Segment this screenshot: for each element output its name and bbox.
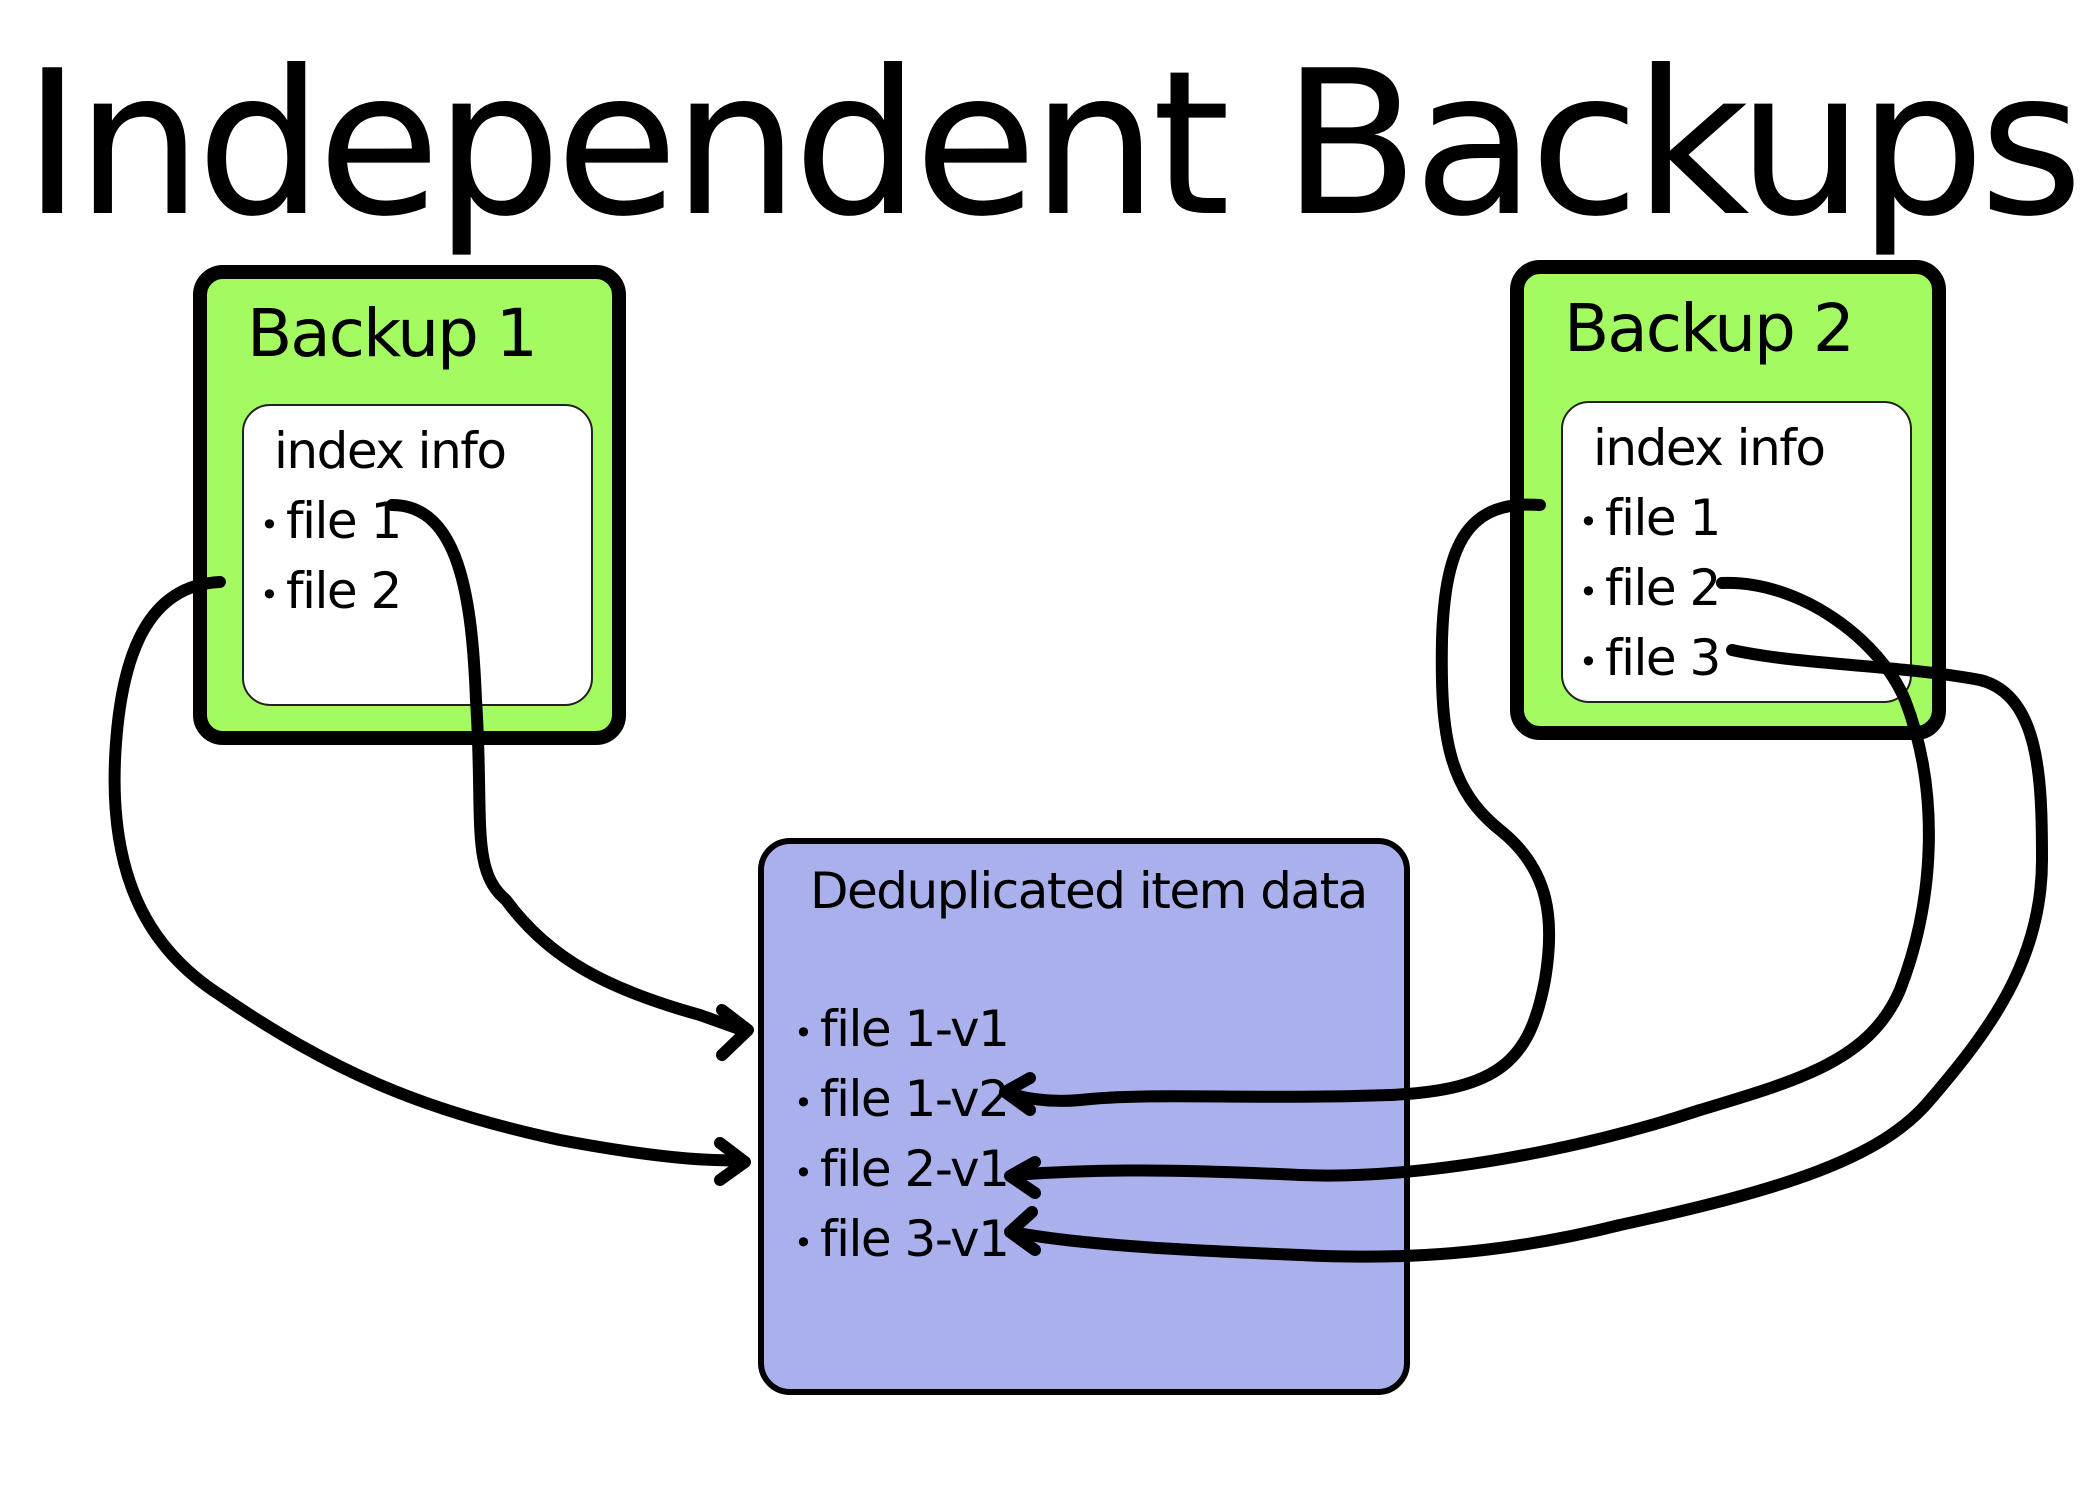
backup-2-file-item-1: •file 1 [1579,483,1721,553]
bullet-icon: • [1579,572,1598,611]
backup-2-file-item-3: •file 3 [1579,623,1721,693]
dedup-item-label-1: file 1-v1 [820,1000,1010,1058]
dedup-item-4: •file 3-v1 [794,1204,1010,1274]
bullet-icon: • [794,1153,813,1192]
bullet-icon: • [260,505,279,544]
backup-1-index-title: index info [274,422,507,480]
backup-2-index-box: index info •file 1 •file 2 •file 3 [1561,401,1912,703]
dedup-item-1: •file 1-v1 [794,994,1010,1064]
backup-1-title: Backup 1 [247,295,538,372]
dedup-item-label-2: file 1-v2 [820,1070,1010,1128]
dedup-item-list: •file 1-v1 •file 1-v2 •file 2-v1 •file 3… [794,994,1010,1274]
backup-2-title: Backup 2 [1564,290,1855,367]
dedup-store-box: Deduplicated item data •file 1-v1 •file … [758,838,1410,1395]
backup-1-box: Backup 1 index info •file 1 •file 2 [193,265,626,745]
backup-1-file-list: •file 1 •file 2 [260,486,402,626]
bullet-icon: • [794,1083,813,1122]
backup-1-index-box: index info •file 1 •file 2 [242,404,593,706]
dedup-item-2: •file 1-v2 [794,1064,1010,1134]
arrowhead-file1v1-icon [716,1004,754,1061]
bullet-icon: • [794,1223,813,1262]
bullet-icon: • [1579,502,1598,541]
page-title: Independent Backups [22,28,2084,261]
backup-2-box: Backup 2 index info •file 1 •file 2 •fil… [1510,260,1946,740]
arrowhead-file2v1-icon [714,1137,751,1186]
bullet-icon: • [260,575,279,614]
backup-1-file-item-1: •file 1 [260,486,402,556]
bullet-icon: • [1579,642,1598,681]
dedup-item-3: •file 2-v1 [794,1134,1010,1204]
backup-1-file-label-2: file 2 [286,562,402,620]
backup-2-index-title: index info [1593,419,1826,477]
dedup-item-label-3: file 2-v1 [820,1140,1010,1198]
bullet-icon: • [794,1013,813,1052]
backup-2-file-item-2: •file 2 [1579,553,1721,623]
backup-2-file-label-1: file 1 [1605,489,1721,547]
backup-1-file-item-2: •file 2 [260,556,402,626]
dedup-item-label-4: file 3-v1 [820,1210,1010,1268]
backup-2-file-label-3: file 3 [1605,629,1721,687]
backup-2-file-list: •file 1 •file 2 •file 3 [1579,483,1721,693]
dedup-store-title: Deduplicated item data [810,862,1368,920]
backup-1-file-label-1: file 1 [286,492,402,550]
backup-2-file-label-2: file 2 [1605,559,1721,617]
